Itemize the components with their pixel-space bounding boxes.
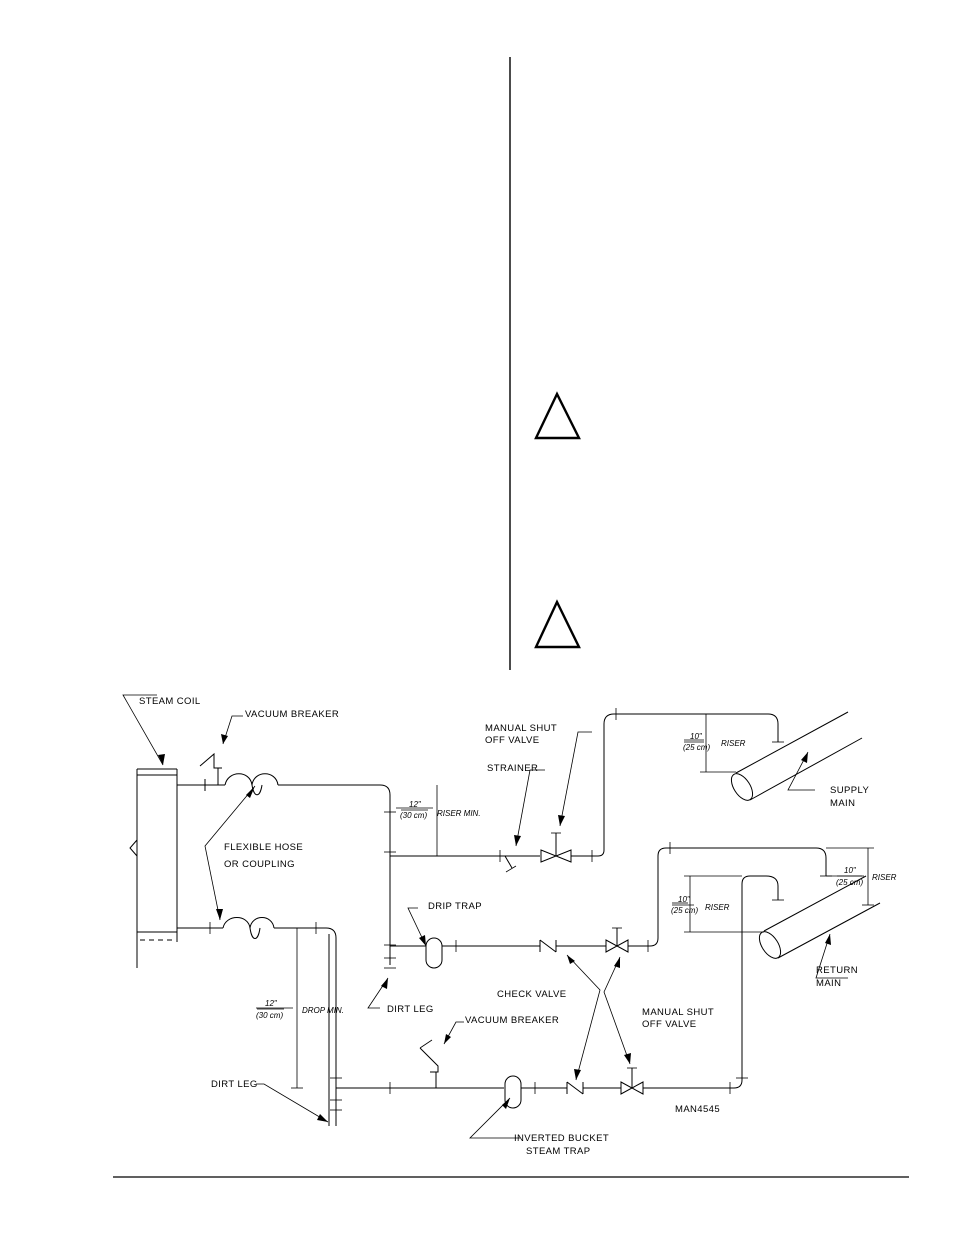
dim-drop-min-metric: (30 cm) xyxy=(256,1011,283,1020)
label-return-main-2: MAIN xyxy=(816,978,841,989)
label-inverted-bucket-2: STEAM TRAP xyxy=(526,1146,591,1157)
label-return-main-1: RETURN xyxy=(816,965,858,976)
drop-min-dimension xyxy=(256,927,303,1089)
dim-return-inner-imperial: 10" xyxy=(678,895,691,904)
supply-riser-dimension xyxy=(684,713,736,773)
label-supply-main-1: SUPPLY xyxy=(830,785,869,796)
label-dirt-leg-center: DIRT LEG xyxy=(387,1004,434,1015)
drip-trap-line xyxy=(390,842,832,969)
dim-return-outer-imperial: 10" xyxy=(844,866,857,875)
riser-min-dimension xyxy=(396,785,443,857)
dim-return-outer-metric: (25 cm) xyxy=(836,878,863,887)
warning-triangle-icon xyxy=(534,599,581,649)
steam-piping-diagram: STEAM COIL VACUUM BREAKER MANUAL SHUT OF… xyxy=(122,694,897,1157)
drawing-id: MAN4545 xyxy=(675,1104,720,1115)
label-manual-shut-bottom-1: MANUAL SHUT xyxy=(642,1007,714,1018)
label-manual-shut-top-2: OFF VALVE xyxy=(485,735,539,746)
leader-lines xyxy=(122,694,848,1139)
label-strainer: STRAINER xyxy=(487,763,538,774)
return-riser-dimension-inner xyxy=(672,875,764,933)
return-main-pipe xyxy=(758,875,881,959)
dim-supply-riser-imperial: 10" xyxy=(690,732,703,741)
label-dirt-leg-left: DIRT LEG xyxy=(211,1079,258,1090)
label-manual-shut-top-1: MANUAL SHUT xyxy=(485,723,557,734)
supply-main-pipe xyxy=(730,711,863,801)
dim-return-inner-metric: (25 cm) xyxy=(671,906,698,915)
supply-branch xyxy=(177,708,784,969)
dim-drop-min-imperial: 12" xyxy=(265,999,278,1008)
dim-return-outer-note: RISER xyxy=(872,873,897,882)
label-vacuum-breaker-bottom: VACUUM BREAKER xyxy=(465,1015,559,1026)
label-flexible-hose-1: FLEXIBLE HOSE xyxy=(224,842,303,853)
steam-coil xyxy=(129,768,178,968)
label-flexible-hose-2: OR COUPLING xyxy=(224,859,295,870)
label-inverted-bucket-1: INVERTED BUCKET xyxy=(514,1133,609,1144)
bottom-return-line xyxy=(336,875,766,1109)
label-supply-main-2: MAIN xyxy=(830,798,855,809)
dim-supply-riser-note: RISER xyxy=(721,739,746,748)
dim-return-inner-note: RISER xyxy=(705,903,730,912)
dim-drop-min-note: DROP MIN. xyxy=(302,1006,344,1015)
label-steam-coil: STEAM COIL xyxy=(139,696,201,707)
label-check-valve: CHECK VALVE xyxy=(497,989,567,1000)
label-vacuum-breaker-top: VACUUM BREAKER xyxy=(245,709,339,720)
label-manual-shut-bottom-2: OFF VALVE xyxy=(642,1019,696,1030)
dim-supply-riser-metric: (25 cm) xyxy=(683,743,710,752)
warning-triangle-icon xyxy=(534,391,581,440)
return-riser-dimension-outer xyxy=(826,847,874,906)
dim-riser-min-note: RISER MIN. xyxy=(437,809,481,818)
dim-riser-min-imperial: 12" xyxy=(409,800,422,809)
inner-return-riser xyxy=(765,875,784,901)
label-drip-trap: DRIP TRAP xyxy=(428,901,482,912)
return-branch xyxy=(177,917,342,1126)
dim-riser-min-metric: (30 cm) xyxy=(400,811,427,820)
